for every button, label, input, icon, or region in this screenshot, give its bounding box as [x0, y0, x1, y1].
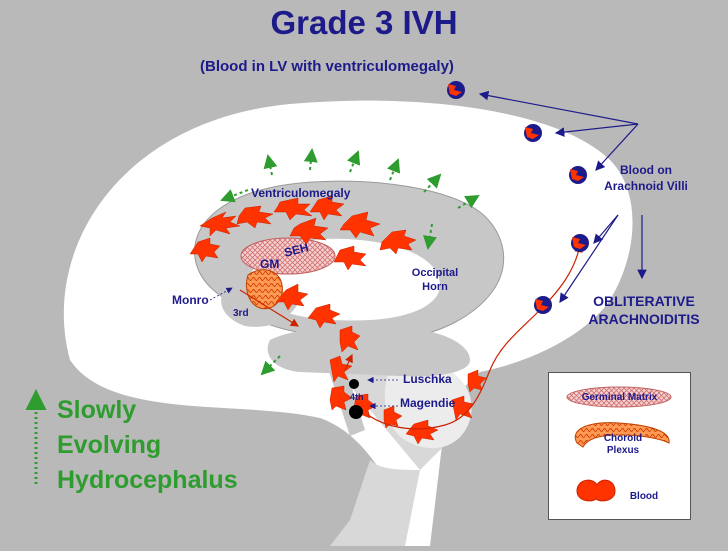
legend-germinal-matrix-swatch: [566, 386, 672, 408]
label-monro: Monro: [172, 293, 209, 307]
blood-clots: [189, 195, 487, 445]
expansion-arrows: [220, 148, 480, 376]
label-fourth-ventricle: 4th: [350, 392, 364, 402]
legend-germinal-matrix: Germinal Matrix: [581, 392, 658, 403]
label-obliterative-arachnoiditis: OBLITERATIVE ARACHNOIDITIS: [588, 293, 700, 327]
label-magendie: Magendie: [400, 396, 456, 410]
csf-flow-path: [367, 243, 583, 430]
arachnoid-villi: [447, 81, 589, 314]
hydrocephalus-text: Slowly Evolving Hydrocephalus: [57, 393, 238, 498]
legend-choroid-plexus: Choroid Plexus: [603, 433, 643, 456]
legend-choroid-swatch: [574, 422, 670, 448]
legend-blood-swatch: [576, 479, 616, 502]
legend-swatches: [566, 386, 672, 502]
label-luschka: Luschka: [403, 372, 452, 386]
villi-arrows: [478, 90, 647, 303]
luschka-foramen: [349, 379, 359, 389]
monro-flow: [239, 289, 300, 327]
side-text-line: Slowly: [57, 396, 137, 424]
leader-lines: [209, 287, 398, 410]
label-ventriculomegaly: Ventriculomegaly: [251, 186, 351, 200]
subtitle: (Blood in LV with ventriculomegaly): [200, 58, 454, 75]
label-blood-on-villi: Blood on Arachnoid Villi: [604, 163, 688, 193]
page-title: Grade 3 IVH: [270, 4, 458, 41]
legend-blood: Blood: [629, 491, 659, 502]
label-gm: GM: [260, 257, 280, 271]
occipital-region: [267, 327, 470, 377]
magendie-foramen: [349, 405, 363, 419]
cerebellum: [384, 359, 472, 449]
side-text-line: Evolving: [57, 431, 162, 459]
choroid-plexus: [246, 269, 283, 310]
germinal-matrix: [240, 237, 336, 275]
label-third-ventricle: 3rd: [233, 308, 249, 319]
label-occipital-horn: Occipital Horn: [411, 267, 459, 293]
side-text-line: Hydrocephalus: [57, 466, 238, 494]
luschka-flow: [344, 353, 353, 371]
legend-box: Germinal Matrix Choroid Plexus Blood: [548, 372, 691, 520]
